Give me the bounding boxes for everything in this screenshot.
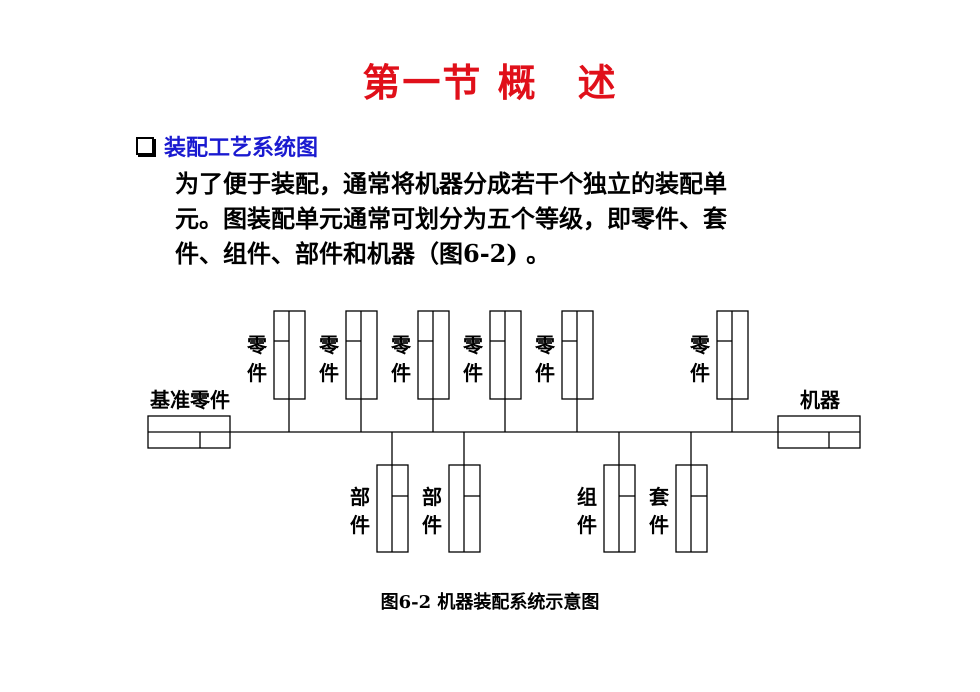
page-title: 第一节 概 述 (362, 60, 618, 105)
top-unit-label: 件 (247, 361, 267, 385)
paragraph-line: 为了便于装配，通常将机器分成若干个独立的装配单 (175, 169, 727, 198)
top-unit-label: 零 (318, 333, 340, 357)
bottom-unit-4 (675, 432, 708, 553)
top-unit-4 (489, 310, 522, 432)
section-label: 装配工艺系统图 (164, 135, 319, 161)
machine-box (777, 415, 861, 449)
top-unit-6 (716, 310, 749, 432)
bottom-unit-label: 部 (350, 485, 370, 509)
figure-caption: 图6-2 机器装配系统示意图 (380, 592, 600, 613)
top-unit-1 (273, 310, 306, 432)
top-unit-label: 零 (462, 333, 484, 357)
bottom-unit-3 (603, 432, 636, 553)
paragraph-line: 元。图装配单元通常可划分为五个等级，即零件、套 (175, 204, 727, 233)
machine-label: 机器 (800, 388, 841, 412)
bottom-unit-label: 件 (350, 513, 370, 537)
bottom-unit-label: 部 (422, 485, 442, 509)
checkbox-bullet-icon (136, 137, 154, 155)
top-unit-label: 零 (390, 333, 412, 357)
top-unit-label: 件 (690, 361, 710, 385)
top-unit-label: 件 (535, 361, 555, 385)
top-unit-2 (345, 310, 378, 432)
top-unit-3 (417, 310, 450, 432)
bottom-unit-label: 件 (422, 513, 442, 537)
bottom-unit-1 (376, 432, 409, 553)
base-part-label: 基准零件 (150, 388, 230, 412)
intro-paragraph: 为了便于装配，通常将机器分成若干个独立的装配单 元。图装配单元通常可划分为五个等… (175, 166, 835, 271)
bottom-unit-label: 套 (649, 485, 669, 509)
top-unit-label: 零 (689, 333, 711, 357)
top-unit-label: 件 (391, 361, 411, 385)
top-unit-label: 件 (319, 361, 339, 385)
bottom-unit-label: 组 (577, 485, 597, 509)
section-heading: 装配工艺系统图 (136, 130, 318, 162)
paragraph-line: 件、组件、部件和机器（图6-2) 。 (175, 239, 551, 268)
bottom-unit-2 (448, 432, 481, 553)
top-unit-label: 零 (246, 333, 268, 357)
bottom-unit-label: 件 (649, 513, 669, 537)
top-unit-label: 零 (534, 333, 556, 357)
top-unit-label: 件 (463, 361, 483, 385)
bottom-unit-label: 件 (577, 513, 597, 537)
base-part-box (147, 415, 231, 449)
top-unit-5 (561, 310, 594, 432)
